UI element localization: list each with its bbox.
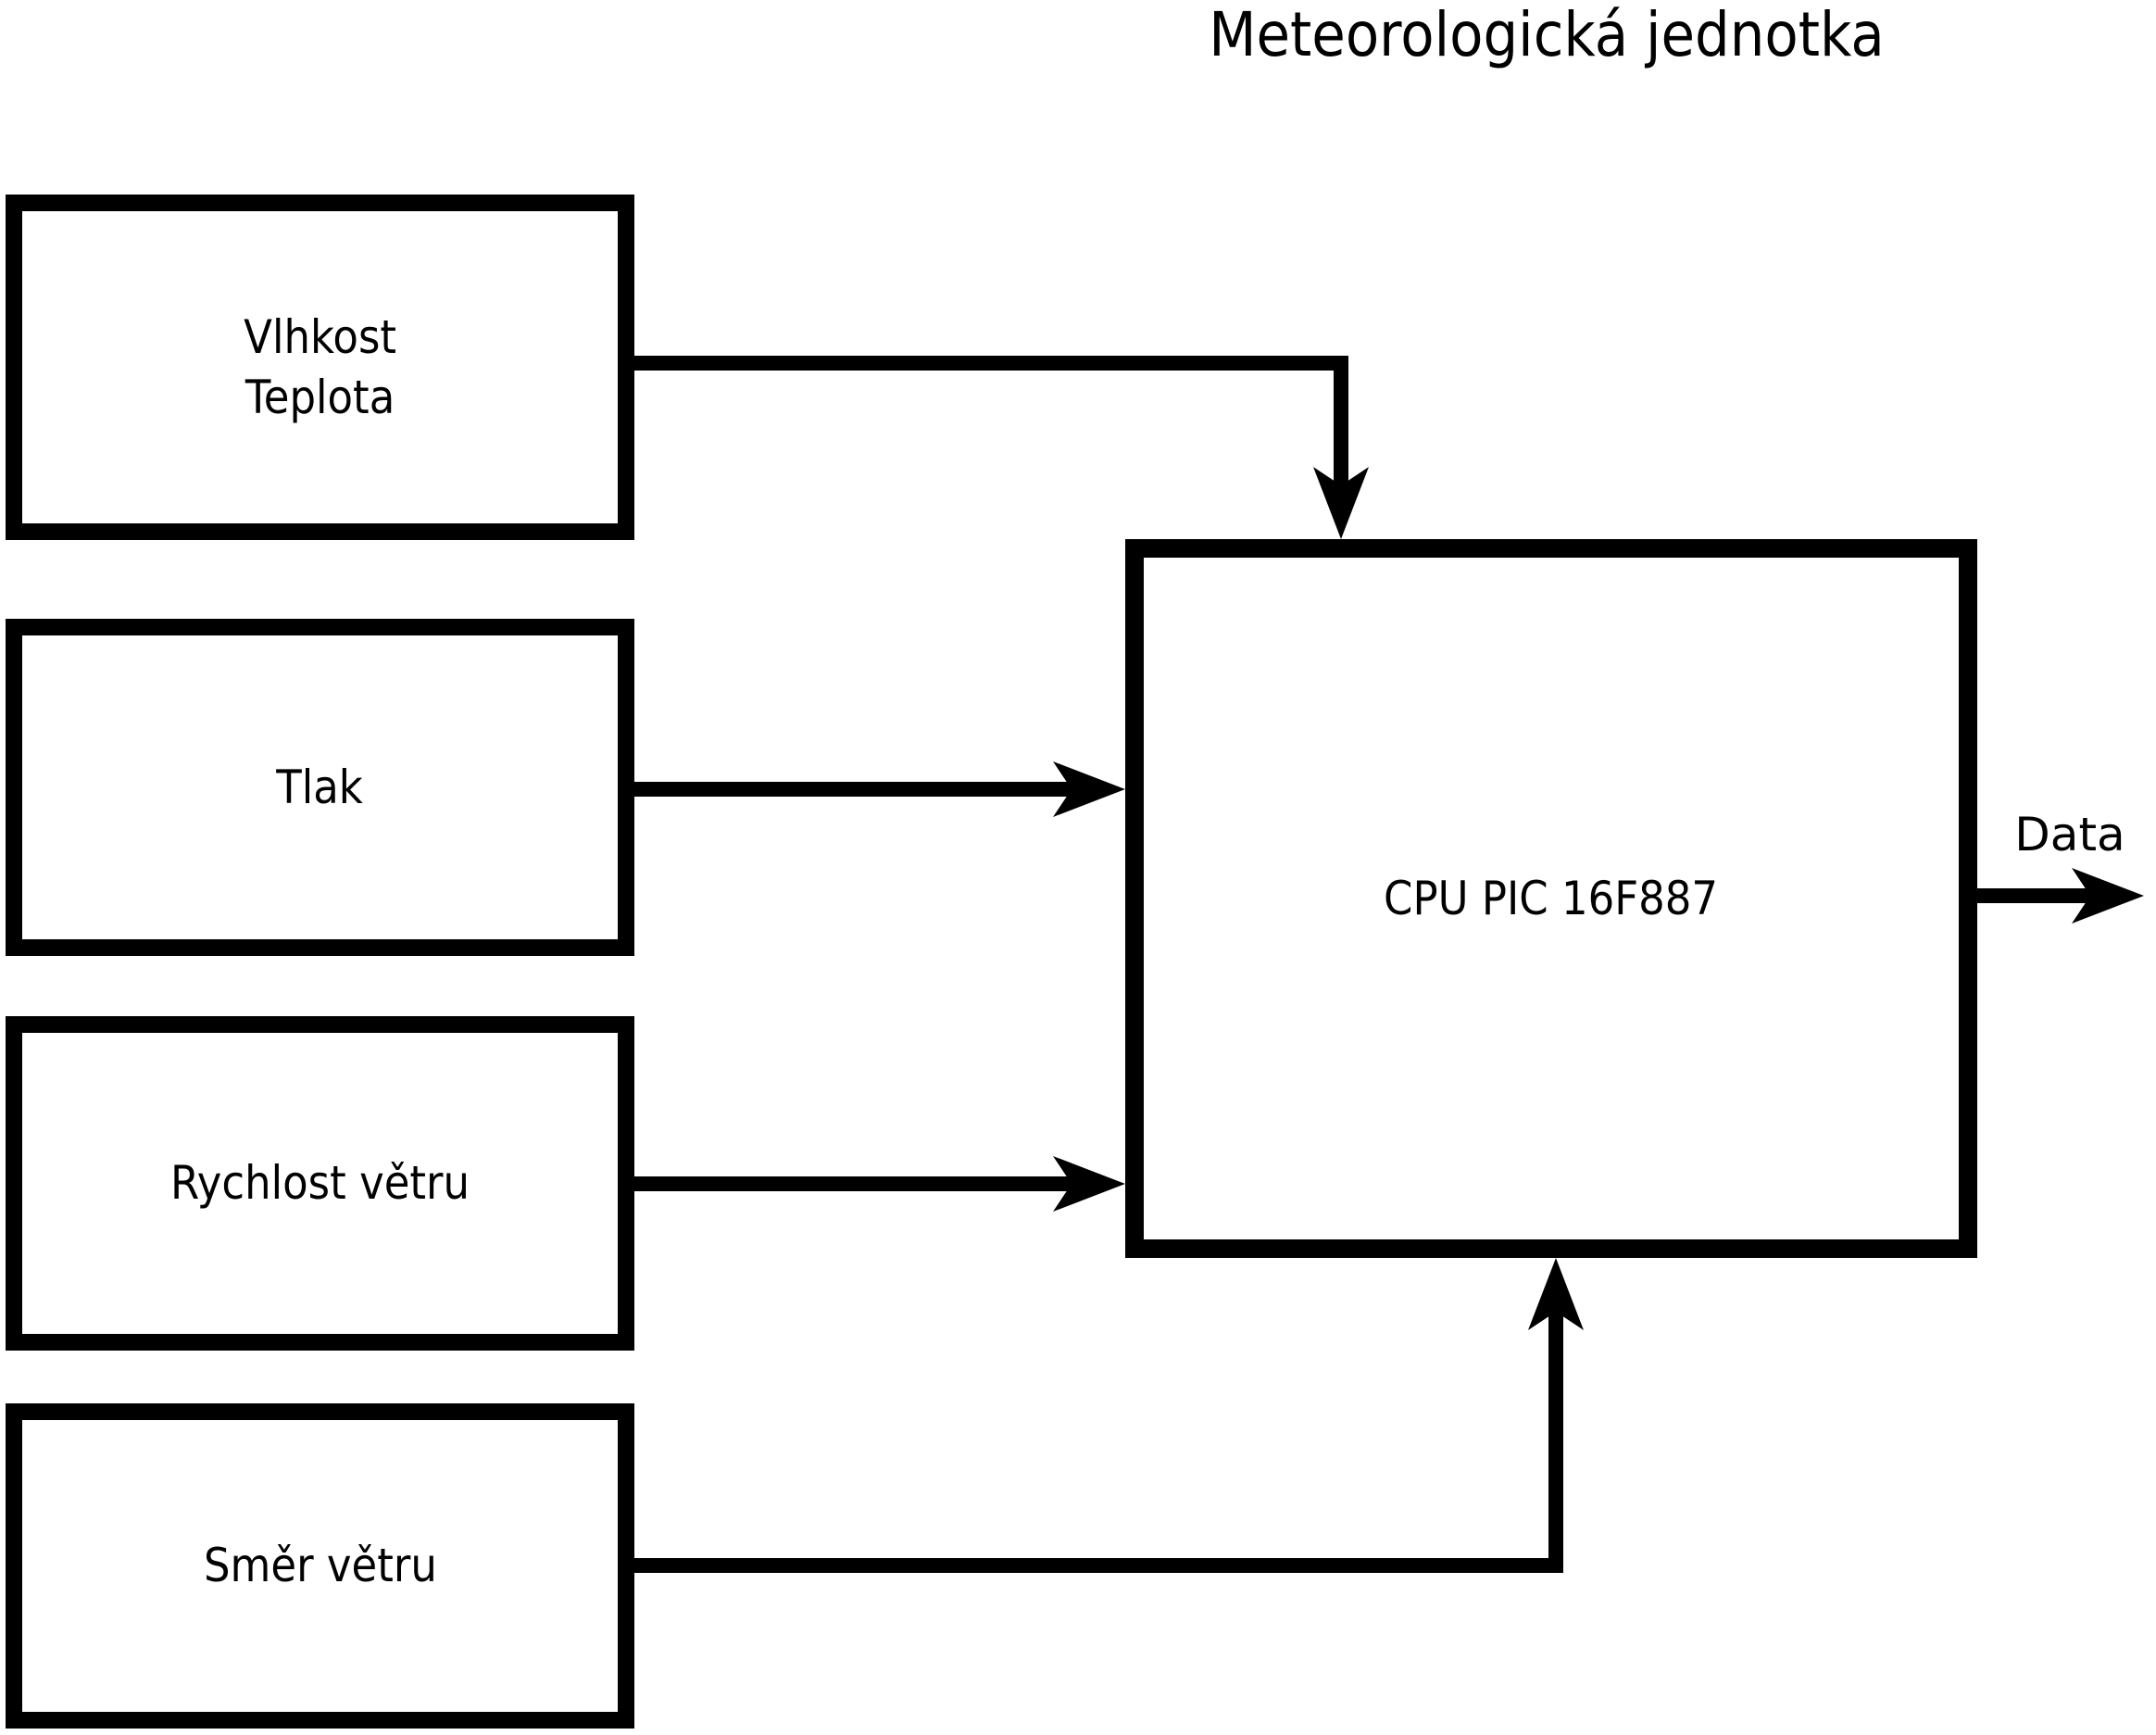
box-vlhkost-teplota-line-2: Teplota [244,370,395,424]
arrow-tlak-to-cpu-head [1053,761,1125,817]
diagram-title: Meteorologická jednotka [1209,0,1885,70]
box-vlhkost-teplota: Vlhkost Teplota [6,195,634,540]
box-rychlost-vetru: Rychlost větru [6,1016,634,1351]
box-tlak: Tlak [6,619,634,956]
arrow-vlhkost-to-cpu-head [1313,467,1369,539]
box-rychlost-vetru-label: Rychlost větru [169,1156,470,1210]
data-output-label: Data [2014,808,2125,861]
arrow-rychlost-to-cpu-head [1053,1156,1125,1212]
box-cpu: CPU PIC 16F887 [1125,539,1977,1258]
box-smer-vetru: Směr větru [6,1403,634,1729]
arrow-vlhkost-to-cpu-line [634,356,1348,487]
box-tlak-label: Tlak [276,760,364,814]
box-smer-vetru-label: Směr větru [203,1539,437,1592]
box-cpu-label: CPU PIC 16F887 [1384,871,1719,925]
arrow-smer-to-cpu-line [634,1310,1563,1573]
box-vlhkost-teplota-label: Vlhkost Teplota [244,308,396,428]
box-vlhkost-teplota-line-1: Vlhkost [244,309,396,364]
arrow-smer-to-cpu-head [1528,1258,1584,1330]
arrow-cpu-to-data-head [2072,868,2144,924]
